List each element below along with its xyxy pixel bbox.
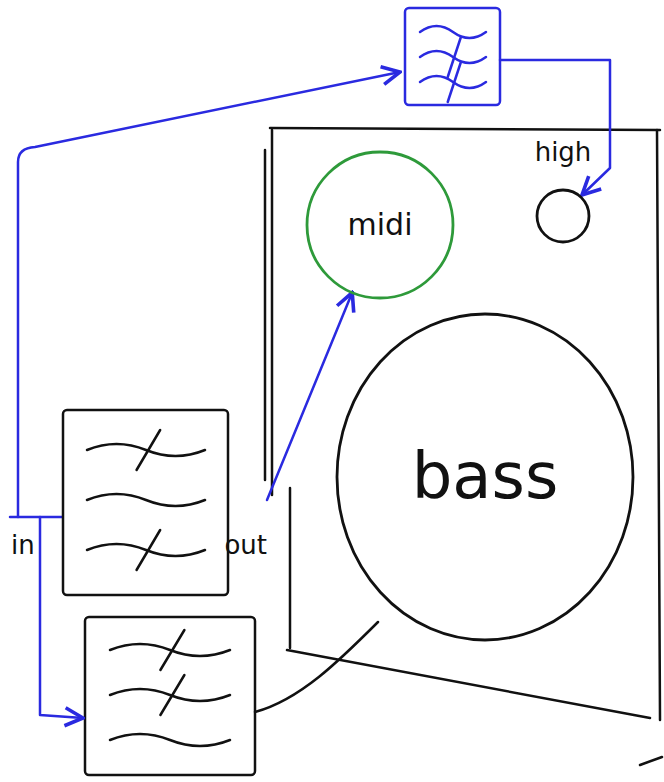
tilde-stroke: [87, 494, 205, 506]
node-outline: [5, 405, 267, 600]
tweeter-driver: high: [525, 138, 601, 246]
driver-label: bass: [412, 440, 559, 514]
midrange-driver: midi: [305, 150, 455, 300]
driver-label: midi: [348, 208, 413, 243]
signal-wire: [267, 293, 352, 500]
signal-wire: [10, 60, 610, 718]
lowpass-filter-box: [85, 617, 255, 775]
tilde-stroke: [110, 734, 230, 746]
highpass-filter-box: [405, 8, 500, 105]
tweeter-dome: [537, 190, 589, 242]
driver-label: high: [535, 138, 592, 168]
port-label: out: [224, 531, 267, 561]
filter-symbol: [420, 26, 486, 102]
block-stroke: [137, 430, 161, 470]
block-stroke: [160, 675, 184, 715]
block-stroke: [448, 62, 461, 102]
port-label: in: [11, 531, 35, 561]
bandpass-filter: in out: [5, 405, 267, 600]
filter-box: [63, 410, 228, 595]
block-stroke: [137, 530, 161, 570]
driver-cone: [307, 152, 453, 298]
filter-symbol: [87, 430, 205, 570]
bass-wire: [255, 622, 378, 712]
filter-symbol: [110, 630, 230, 746]
tilde-stroke: [420, 26, 486, 38]
cabinet-outline: [265, 128, 662, 765]
block-stroke: [160, 630, 184, 670]
bass-driver: bass: [335, 312, 635, 642]
driver-cone: [337, 314, 633, 640]
